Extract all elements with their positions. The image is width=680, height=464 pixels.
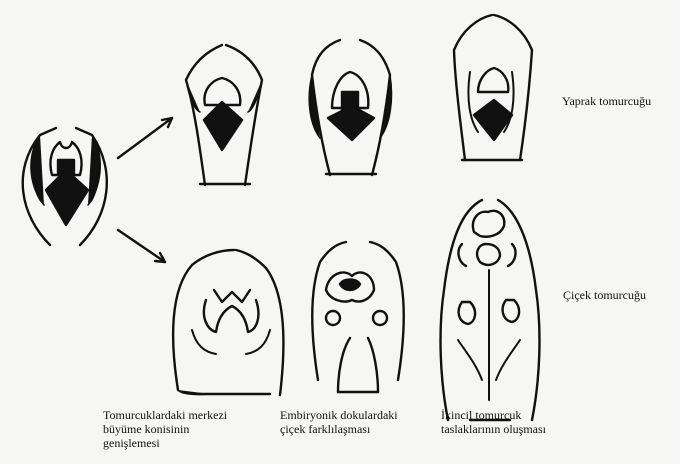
caption-stage3-line1: İkincil tomurcuk — [441, 408, 546, 422]
flower-bud-stage2 — [312, 242, 404, 392]
arrow-to-leaf — [118, 118, 172, 158]
caption-stage3-line2: taslaklarının oluşması — [441, 422, 546, 436]
caption-stage1: Tomurcuklardaki merkezi büyüme konisinin… — [103, 408, 227, 450]
caption-stage2-line2: çiçek farklılaşması — [280, 422, 398, 436]
leaf-bud-stage3 — [454, 15, 532, 160]
arrow-to-flower — [118, 230, 165, 262]
leaf-bud-stage2 — [309, 40, 391, 175]
caption-stage1-line3: genişlemesi — [103, 436, 227, 450]
initial-bud — [23, 128, 107, 245]
caption-stage1-line2: büyüme konisinin — [103, 422, 227, 436]
flower-bud-stage1 — [173, 250, 283, 395]
leaf-bud-label: Yaprak tomurcuğu — [562, 94, 651, 109]
caption-stage1-line1: Tomurcuklardaki merkezi — [103, 408, 227, 422]
flower-bud-stage3 — [441, 200, 540, 420]
caption-stage2-line1: Embiryonik dokulardaki — [280, 408, 398, 422]
flower-bud-label: Çiçek tomurcuğu — [563, 288, 646, 303]
caption-stage2: Embiryonik dokulardaki çiçek farklılaşma… — [280, 408, 398, 436]
caption-stage3: İkincil tomurcuk taslaklarının oluşması — [441, 408, 546, 436]
leaf-bud-stage1 — [186, 45, 262, 185]
